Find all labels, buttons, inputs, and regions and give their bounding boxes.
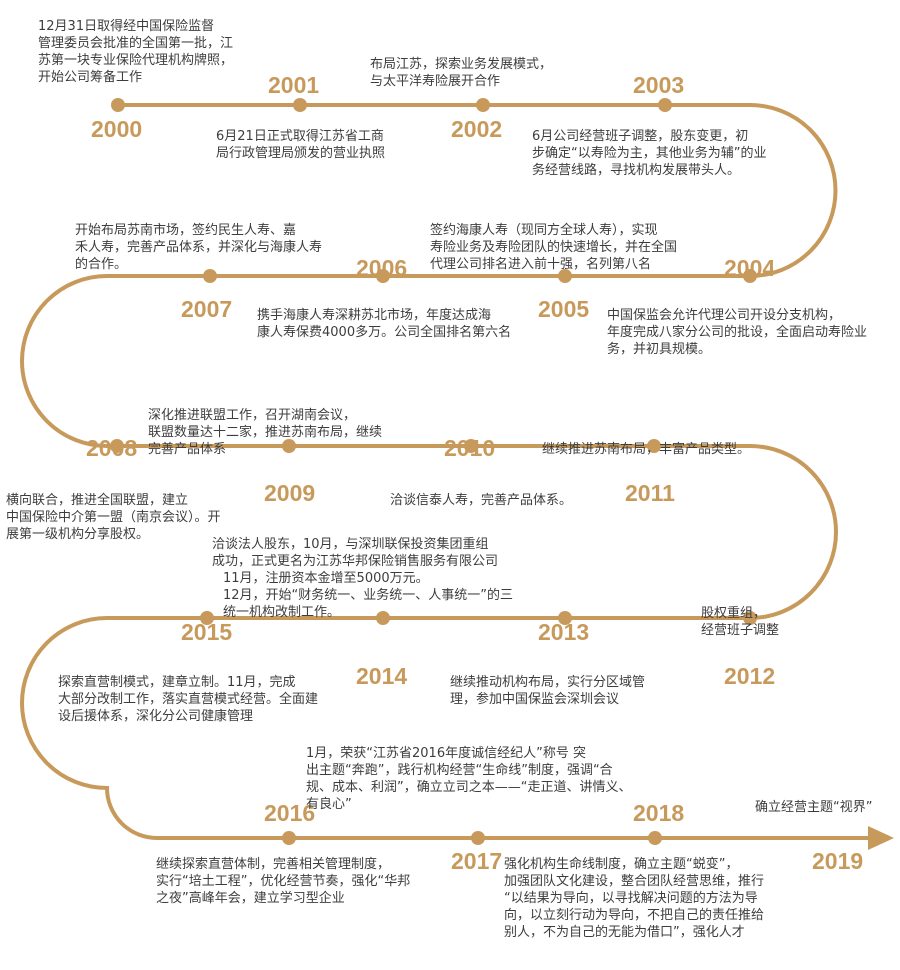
milestone-dot-2000 (111, 98, 125, 112)
year-label-2018: 2018 (633, 800, 685, 826)
milestone-dot-2009 (282, 439, 296, 453)
event-2014-part2: 11月，注册资本金增至5000万元。 12月，开始“财务统一、业务统一、人事统一… (223, 571, 514, 620)
milestone-dot-2013 (558, 611, 572, 625)
timeline-line (20, 103, 878, 840)
milestone-dot-2016 (282, 831, 296, 845)
milestone-dot-2008 (110, 439, 124, 453)
year-label-2004: 2004 (724, 255, 776, 281)
event-2001: 6月21日正式取得江苏省工商 局行政管理局颁发的营业执照 (216, 129, 386, 161)
event-2000: 12月31日取得经中国保险监督 管理委员会批准的全国第一批，江 苏第一块专业保险… (38, 19, 234, 85)
year-label-2019: 2019 (812, 848, 864, 874)
event-2007: 开始布局苏南市场，签约民生人寿、嘉 禾人寿，完善产品体系，并深化与海康人寿 的合… (75, 223, 323, 272)
milestone-dots (110, 98, 757, 845)
event-2017: 1月，荣获“江苏省2016年度诚信经纪人”称号 突 出主题“奔跑”，践行机构经营… (306, 746, 632, 812)
event-2010: 洽谈信泰人寿，完善产品体系。 (390, 493, 573, 508)
event-2008: 横向联合，推进全国联盟，建立 中国保险中介第一盟（南京会议）。开 展第一级机构分… (6, 493, 221, 542)
event-2019: 确立经营主题“视界” (755, 800, 873, 815)
year-label-2003: 2003 (633, 72, 685, 98)
year-label-2013: 2013 (538, 619, 590, 645)
year-label-2007: 2007 (181, 296, 233, 322)
year-label-2011: 2011 (625, 480, 675, 506)
milestone-dot-2014 (376, 611, 390, 625)
event-2004: 中国保监会允许代理公司开设分支机构， 年度完成八家分公司的批设，全面启动寿险业 … (607, 308, 868, 357)
year-label-2012: 2012 (724, 663, 776, 689)
event-2006: 携手海康人寿深耕苏北市场，年度达成海 康人寿保费4000多万。公司全国排名第六名 (257, 308, 512, 340)
year-label-2005: 2005 (538, 296, 590, 322)
year-label-2014: 2014 (356, 663, 408, 689)
year-label-2016: 2016 (264, 800, 316, 826)
milestone-dot-2003 (658, 98, 672, 112)
timeline-arrow-head (868, 826, 894, 850)
milestone-dot-2012 (743, 611, 757, 625)
event-2005: 签约海康人寿（现同方全球人寿），实现 寿险业务及寿险团队的快速增长，并在全国 代… (430, 223, 678, 272)
year-label-2008: 2008 (86, 435, 138, 461)
event-2013: 继续推动机构布局，实行分区域管 理，参加中国保监会深圳会议 (450, 675, 646, 707)
milestone-dot-2018 (648, 831, 662, 845)
year-label-2006: 2006 (356, 255, 408, 281)
event-2003: 6月公司经营班子调整，股东变更，初 步确定“以寿险为主，其他业务为辅”的业 务经… (532, 129, 767, 178)
year-label-2015: 2015 (181, 619, 233, 645)
event-2011: 继续推进苏南布局，丰富产品类型。 (542, 442, 751, 457)
event-2018: 强化机构生命线制度，确立主题“蜕变”， 加强团队文化建设，整合团队经营思维，推行… (504, 857, 765, 940)
event-2012: 股权重组， 经营班子调整 (701, 606, 780, 638)
milestone-dot-2017 (471, 831, 485, 845)
event-2002: 布局江苏，探索业务发展模式， 与太平洋寿险展开合作 (370, 57, 553, 89)
event-2016: 继续探索直营体制，完善相关管理制度， 实行“培土工程”，优化经营节奏，强化“华邦… (156, 857, 411, 906)
event-2014-part1: 洽谈法人股东，10月，与深圳联保投资集团重组 成功，正式更名为江苏华邦保险销售服… (212, 537, 499, 569)
milestone-dot-2006 (376, 269, 390, 283)
year-label-2017: 2017 (451, 848, 503, 874)
year-label-2009: 2009 (264, 480, 316, 506)
milestone-dot-2011 (647, 439, 661, 453)
year-label-2002: 2002 (451, 116, 503, 142)
year-label-2001: 2001 (268, 72, 320, 98)
year-label-2000: 2000 (91, 116, 143, 142)
event-2009: 深化推进联盟工作，召开湖南会议， 联盟数量达十二家，推进苏南布局，继续 完善产品… (148, 408, 383, 457)
milestone-dot-2010 (464, 439, 478, 453)
milestone-dot-2015 (200, 611, 214, 625)
milestone-dot-2004 (743, 269, 757, 283)
milestone-dot-2007 (203, 269, 217, 283)
year-label-2010: 2010 (444, 435, 496, 461)
milestone-dot-2002 (476, 98, 490, 112)
milestone-dot-2001 (293, 98, 307, 112)
event-2015: 探索直营制模式，建章立制。11月，完成 大部分改制工作，落实直营模式经营。全面建… (58, 675, 319, 724)
milestone-dot-2005 (558, 269, 572, 283)
